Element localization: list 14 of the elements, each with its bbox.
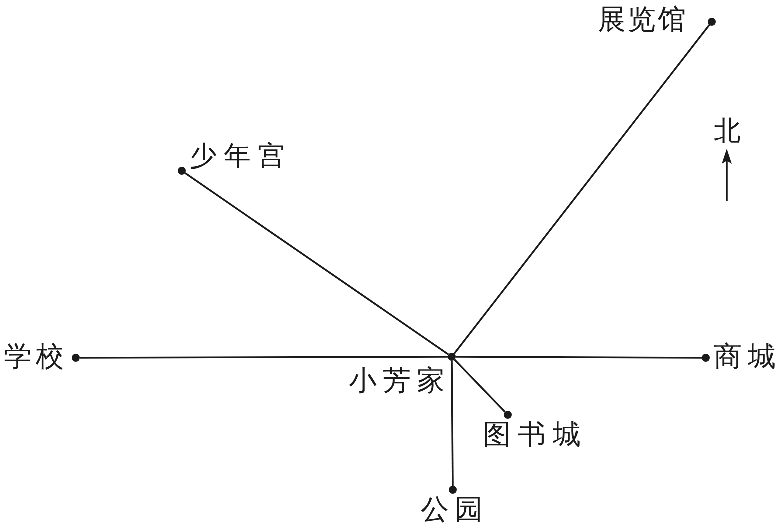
connector-line [454, 359, 506, 413]
place-label: 学校 [4, 343, 68, 371]
place-label: 小芳家 [349, 367, 451, 395]
compass-label: 北 [714, 118, 741, 145]
place-label: 商城 [714, 343, 781, 371]
place-label: 公园 [421, 496, 489, 524]
connector-line [451, 361, 454, 486]
place-label: 少年宫 [190, 143, 292, 170]
place-label: 展览馆 [598, 6, 688, 34]
connector-line [80, 356, 448, 359]
connector-line [454, 24, 710, 354]
connector-line [184, 172, 450, 356]
connector-line [456, 356, 702, 359]
place-label: 图书城 [483, 421, 588, 449]
